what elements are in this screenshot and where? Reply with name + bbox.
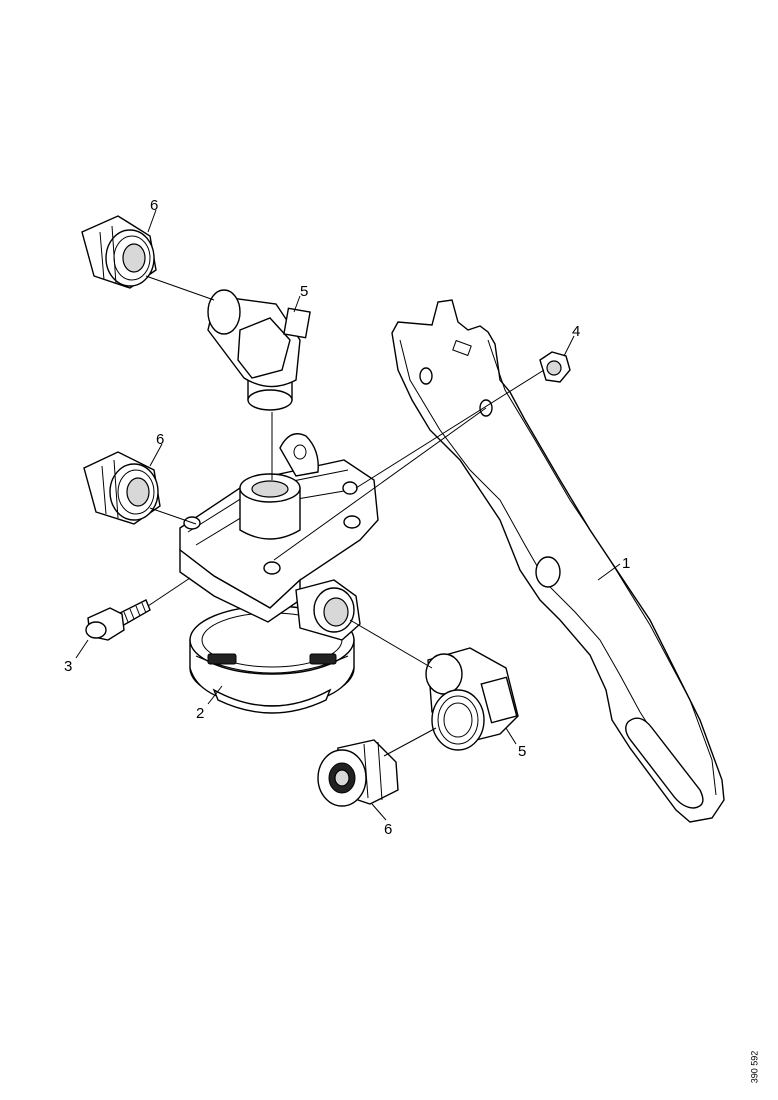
connector-6-mid: [83, 451, 161, 525]
elbow-fitting-5-bottom: [425, 647, 519, 751]
connector-6-bottom: [317, 739, 399, 807]
bolt-part-3: [85, 599, 151, 641]
valve-part-2: [179, 433, 379, 714]
callout-5-top: 5: [300, 283, 308, 300]
callout-labels: 1 2 3 4 5 5 6 6 6: [64, 197, 630, 838]
callout-6-mid: 6: [156, 431, 164, 448]
callout-6-bottom: 6: [384, 821, 392, 838]
elbow-fitting-5-top: [207, 289, 311, 411]
document-number-text: 390 592: [749, 1050, 760, 1084]
document-number: 390 592: [749, 1048, 772, 1094]
callout-3: 3: [64, 658, 72, 675]
callout-4: 4: [572, 323, 580, 340]
connector-6-top: [81, 215, 157, 289]
leader-lines: [75, 209, 621, 821]
bracket-part-1: [391, 299, 725, 823]
callout-5-bottom: 5: [518, 743, 526, 760]
callout-6-top: 6: [150, 197, 158, 214]
callout-2: 2: [196, 705, 204, 722]
callout-1: 1: [622, 555, 630, 572]
nut-part-4: [539, 351, 571, 383]
